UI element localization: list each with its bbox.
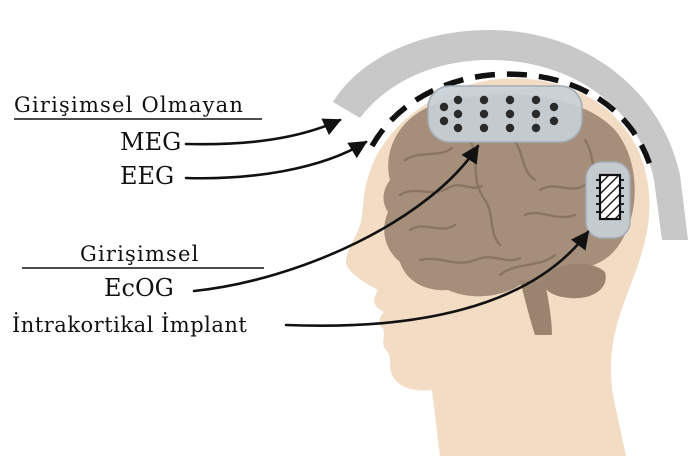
ecog-electrode-dot bbox=[480, 110, 488, 118]
ecog-electrode-dot bbox=[480, 96, 488, 104]
ecog-electrode-dot bbox=[454, 96, 462, 104]
ecog-electrode-dot bbox=[532, 110, 540, 118]
ecog-electrode-dot bbox=[454, 124, 462, 132]
ecog-electrode-dot bbox=[440, 103, 448, 111]
intracortical-implant bbox=[586, 162, 630, 238]
intracortical-implant-label: İntrakortikal İmplant bbox=[12, 313, 247, 337]
ecog-electrode-dot bbox=[506, 124, 514, 132]
implant-chip-icon bbox=[596, 175, 624, 219]
ecog-electrode-grid bbox=[428, 86, 582, 142]
meg-label: MEG bbox=[120, 128, 181, 156]
eeg-arrow bbox=[186, 142, 366, 178]
non-invasive-heading: Girişimsel Olmayan bbox=[14, 93, 244, 117]
ecog-electrode-dot bbox=[532, 124, 540, 132]
ecog-electrode-dot bbox=[532, 96, 540, 104]
meg-arrow bbox=[186, 120, 340, 144]
ecog-electrode-dot bbox=[454, 110, 462, 118]
ecog-label: EcOG bbox=[104, 274, 174, 302]
ecog-electrode-dot bbox=[440, 117, 448, 125]
ecog-grid-pad bbox=[428, 86, 582, 142]
ecog-electrode-dot bbox=[506, 96, 514, 104]
eeg-label: EEG bbox=[120, 162, 174, 190]
ecog-electrode-dot bbox=[550, 103, 558, 111]
ecog-electrode-dot bbox=[550, 117, 558, 125]
ecog-electrode-dot bbox=[506, 110, 514, 118]
ecog-electrode-dot bbox=[480, 124, 488, 132]
invasive-heading: Girişimsel bbox=[80, 242, 200, 266]
